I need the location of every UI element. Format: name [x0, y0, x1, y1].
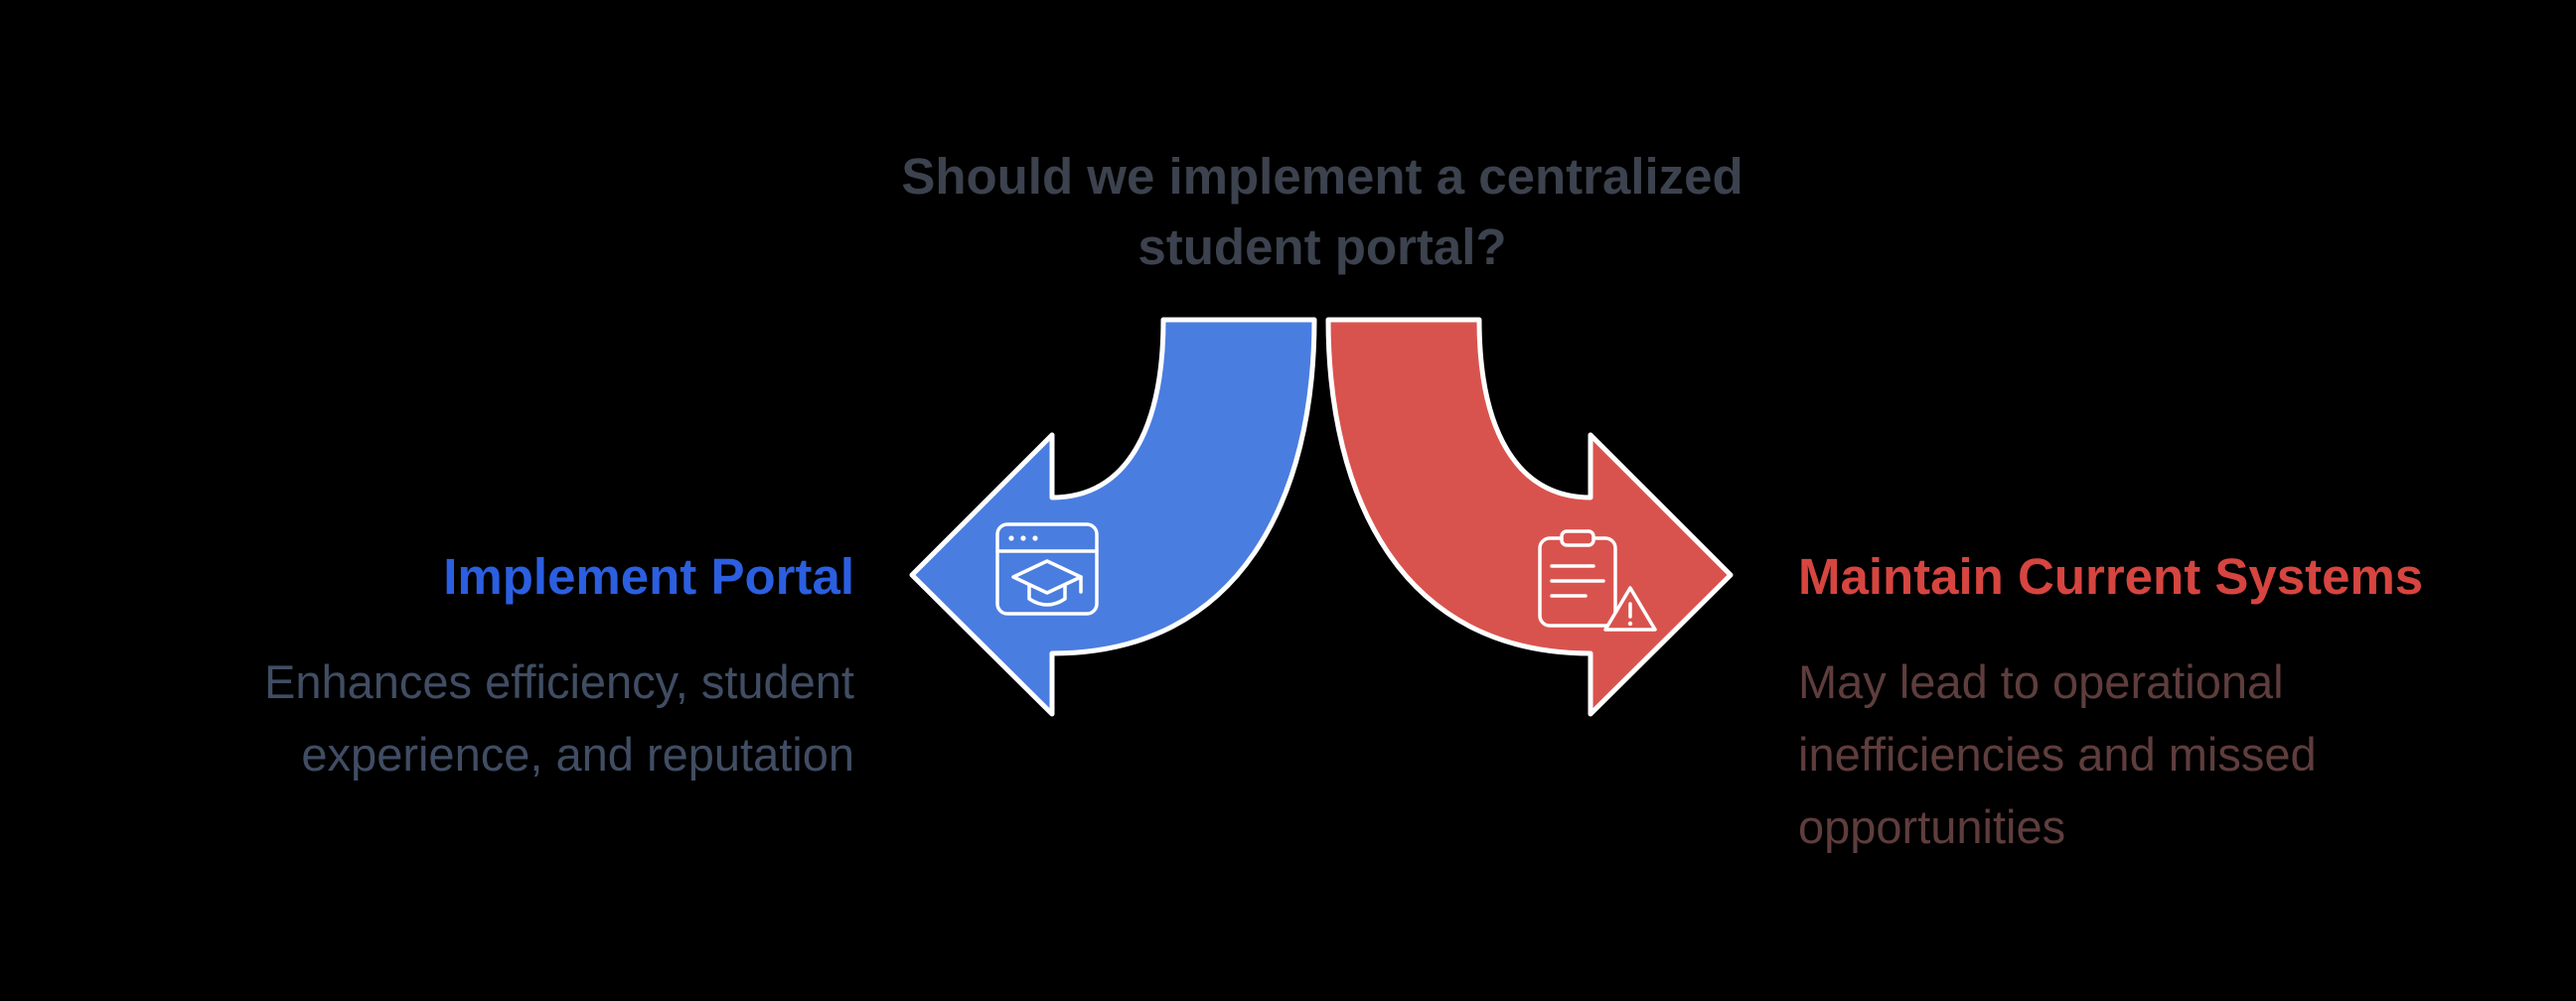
left-arrow-shape — [909, 317, 1317, 717]
left-description-line-2: experience, and reputation — [301, 728, 854, 781]
question-line-1: Should we implement a centralized — [901, 148, 1743, 205]
right-option-description: May lead to operational inefficiencies a… — [1798, 645, 2317, 863]
left-arrow — [909, 317, 1317, 717]
left-option-description: Enhances efficiency, student experience,… — [264, 645, 854, 790]
clipboard-warning-icon — [1538, 529, 1657, 632]
right-description-line-1: May lead to operational — [1798, 655, 2284, 708]
browser-dot-icon — [1032, 535, 1038, 541]
right-description-line-2: inefficiencies and missed — [1798, 728, 2317, 781]
browser-dot-icon — [1020, 535, 1026, 541]
portal-browser-icon — [995, 522, 1099, 616]
right-arrow-shape — [1325, 317, 1734, 717]
decision-arrows — [909, 317, 1734, 717]
graduation-cap-icon — [1011, 559, 1083, 607]
right-option-heading: Maintain Current Systems — [1798, 548, 2424, 605]
clipboard-clip — [1560, 529, 1595, 547]
question-line-2: student portal? — [1137, 218, 1507, 275]
browser-dot-icon — [1008, 535, 1014, 541]
question-title: Should we implement a centralized studen… — [901, 141, 1743, 282]
left-description-line-1: Enhances efficiency, student — [264, 655, 854, 708]
browser-window-frame — [995, 522, 1099, 616]
warning-triangle-icon — [1603, 586, 1657, 632]
left-option-heading: Implement Portal — [443, 548, 854, 605]
right-description-line-3: opportunities — [1798, 800, 2066, 853]
right-arrow — [1325, 317, 1734, 717]
